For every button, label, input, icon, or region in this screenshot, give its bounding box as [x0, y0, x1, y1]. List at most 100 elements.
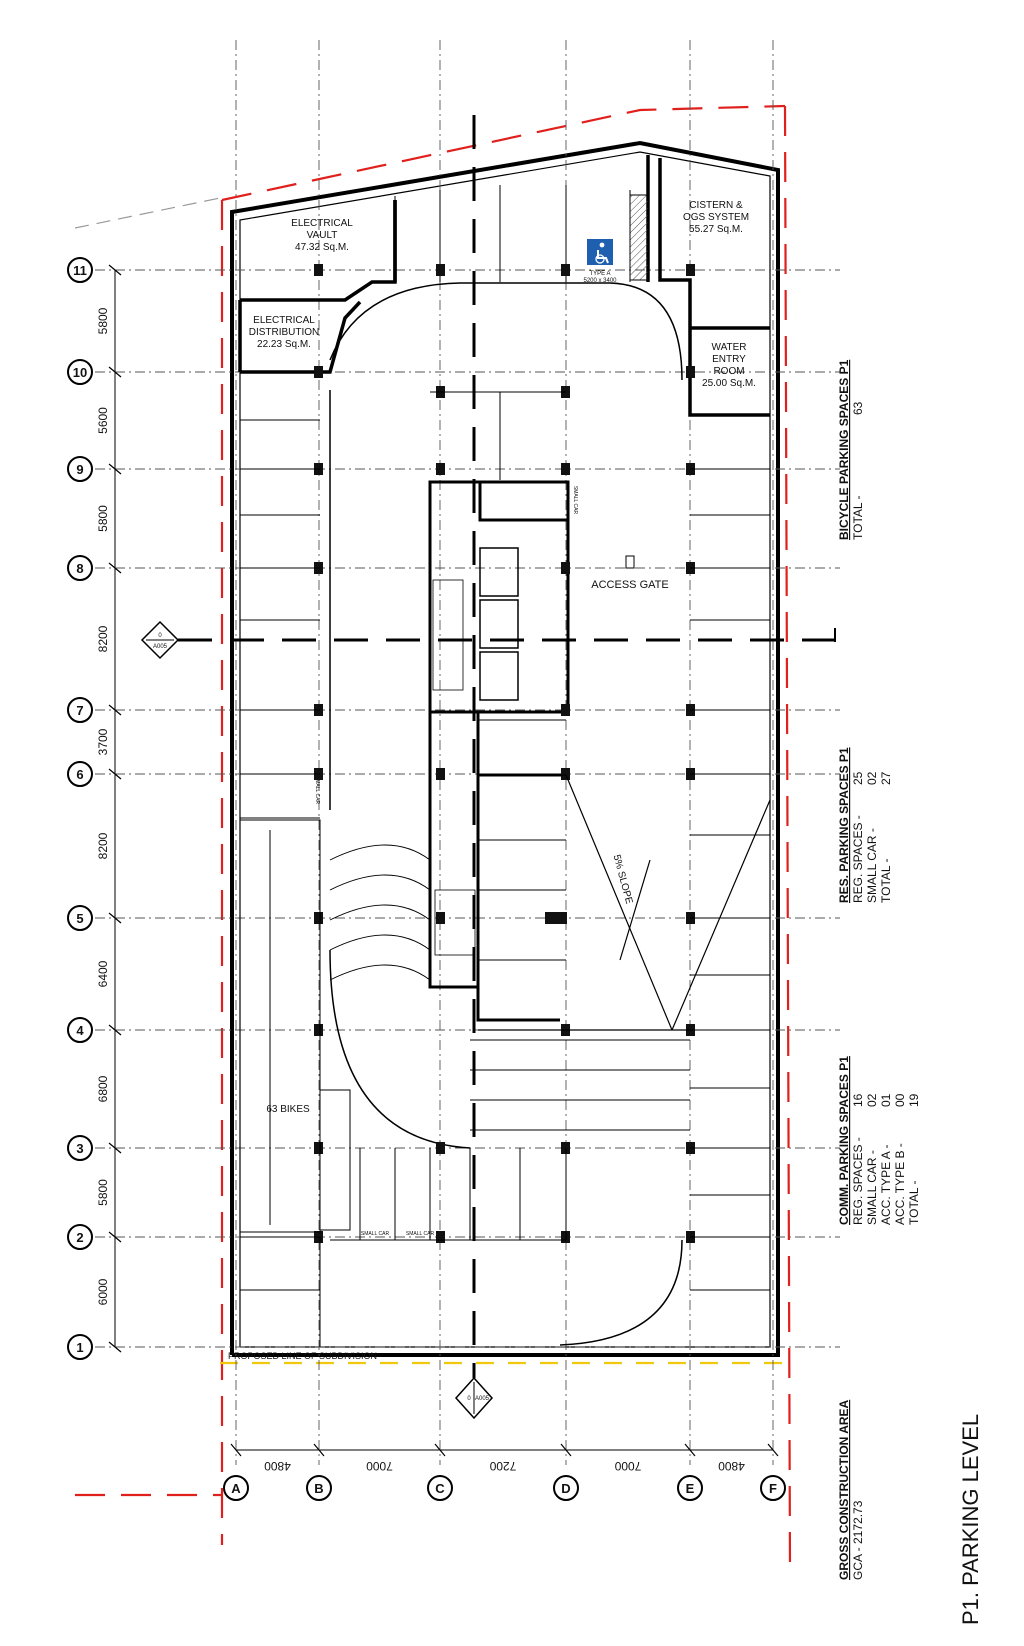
water-entry-area: 25.00 Sq.M.	[702, 378, 756, 389]
comm-acc-a-value: 01	[879, 1093, 893, 1107]
slope-label: 5% SLOPE	[611, 853, 635, 905]
row-dimension: 6000	[96, 1278, 110, 1305]
row-bubble-label: 8	[76, 561, 83, 576]
bicycle-schedule: BICYCLE PARKING SPACES P1 TOTAL - 63	[837, 359, 865, 540]
commercial-schedule: COMM. PARKING SPACES P1 REG. SPACES - 16…	[837, 1056, 921, 1225]
comm-acc-a-label: ACC. TYPE A -	[879, 1145, 893, 1225]
comm-total-label: TOTAL -	[907, 1181, 921, 1225]
central-core	[428, 480, 570, 1022]
section-marker-left-num: 0	[158, 633, 162, 639]
col-bubble-label: A	[231, 1481, 241, 1496]
accessible-type-label: TYPE A	[589, 271, 610, 277]
small-car-label-b: SMALL CAR	[361, 1231, 390, 1237]
row-dimension: 6800	[96, 1075, 110, 1102]
res-reg-value: 25	[851, 771, 865, 785]
section-cut-lines	[178, 115, 835, 1378]
col-dimension: 7000	[614, 1459, 641, 1473]
residential-schedule: RES. PARKING SPACES P1 REG. SPACES - 25 …	[837, 747, 893, 903]
row-bubble-11	[67, 257, 93, 283]
bicycle-total-value: 63	[851, 401, 865, 415]
comm-small-value: 02	[865, 1093, 879, 1107]
comm-total-value: 19	[907, 1093, 921, 1107]
row-bubble-label: 11	[73, 263, 87, 278]
row-dimension: 6400	[96, 960, 110, 987]
gca-schedule: GROSS CONSTRUCTION AREA GCA - 2172.73	[837, 1399, 865, 1580]
col-dimension: 4800	[718, 1459, 745, 1473]
col-bubble-label: E	[686, 1481, 695, 1496]
elevators	[479, 547, 519, 701]
bike-racks	[239, 819, 351, 1233]
cistern-area: 55.27 Sq.M.	[689, 224, 743, 235]
cistern-label-2: OGS SYSTEM	[683, 212, 749, 223]
res-small-label: SMALL CAR -	[865, 828, 879, 903]
parking-stalls-center	[330, 391, 567, 1241]
bicycle-schedule-title: BICYCLE PARKING SPACES P1	[837, 359, 851, 540]
parking-stalls-top	[394, 185, 649, 282]
small-car-label-d: SMALL CAR	[572, 486, 578, 515]
col-bubble-F	[760, 1475, 786, 1501]
property-line	[75, 104, 792, 1571]
row-bubble-label: 2	[76, 1230, 83, 1245]
row-bubble-label: 1	[76, 1340, 83, 1355]
row-bubble-5	[67, 905, 93, 931]
parking-stalls-left	[240, 419, 321, 1347]
section-marker-left-sheet: A005	[153, 644, 168, 650]
comm-schedule-title: COMM. PARKING SPACES P1	[837, 1056, 851, 1225]
cistern-label-1: CISTERN &	[689, 200, 743, 211]
row-dimension: 3700	[96, 728, 110, 755]
accessible-parking-sign	[587, 239, 613, 265]
row-bubble-7	[67, 697, 93, 723]
col-bubble-label: B	[314, 1481, 323, 1496]
access-gate-label: ACCESS GATE	[591, 579, 668, 591]
distribution-area: 22.23 Sq.M.	[257, 339, 311, 350]
bikes-label: 63 BIKES	[266, 1104, 310, 1115]
row-dimension: 5800	[96, 505, 110, 532]
row-bubble-1	[67, 1334, 93, 1360]
row-bubble-2	[67, 1224, 93, 1250]
vault-area: 47.32 Sq.M.	[295, 242, 349, 253]
water-entry-label-2: ENTRY	[712, 354, 746, 365]
res-total-value: 27	[879, 771, 893, 785]
vault-label-2: VAULT	[307, 230, 338, 241]
row-bubble-6	[67, 761, 93, 787]
row-bubble-label: 9	[76, 462, 83, 477]
section-marker-left: 0 A005	[140, 620, 180, 660]
parking-stalls-right	[690, 468, 770, 1291]
water-entry-label-3: ROOM	[713, 366, 744, 377]
distribution-label-2: DISTRIBUTION	[249, 327, 320, 338]
col-dimension: 7200	[489, 1459, 516, 1473]
col-bubble-A	[223, 1475, 249, 1501]
row-bubble-label: 6	[76, 767, 83, 782]
water-entry-label-1: WATER	[712, 342, 747, 353]
ramp	[478, 774, 771, 1031]
row-bubble-4	[67, 1017, 93, 1043]
col-bubble-label: F	[769, 1481, 777, 1496]
drawing-title: P1. PARKING LEVEL	[958, 1414, 983, 1625]
section-marker-bottom-num: 0	[467, 1396, 471, 1402]
subdivision-label: PROPOSED LINE OF SUBDIVISION	[228, 1351, 377, 1361]
row-bubble-label: 10	[73, 365, 87, 380]
row-bubble-label: 4	[76, 1023, 84, 1038]
row-dimension: 5600	[96, 407, 110, 434]
row-dimension: 8200	[96, 832, 110, 859]
col-dimension: 7000	[366, 1459, 393, 1473]
grid-lines-rows	[95, 269, 840, 1348]
row-dimension: 5800	[96, 1179, 110, 1206]
section-marker-bottom-sheet: A005	[475, 1396, 490, 1402]
row-bubble-10	[67, 359, 93, 385]
res-small-value: 02	[865, 771, 879, 785]
comm-acc-b-value: 00	[893, 1093, 907, 1107]
grid-lines-cols	[235, 40, 774, 1465]
res-total-label: TOTAL -	[879, 859, 893, 903]
bicycle-total-label: TOTAL -	[851, 496, 865, 540]
row-bubble-label: 5	[76, 911, 83, 926]
res-schedule-title: RES. PARKING SPACES P1	[837, 747, 851, 903]
adjacent-line	[74, 197, 221, 229]
small-car-label-c: SMALL CAR	[406, 1231, 435, 1237]
small-car-label-a: SMALL CAR	[314, 776, 320, 805]
row-bubble-label: 3	[76, 1141, 83, 1156]
